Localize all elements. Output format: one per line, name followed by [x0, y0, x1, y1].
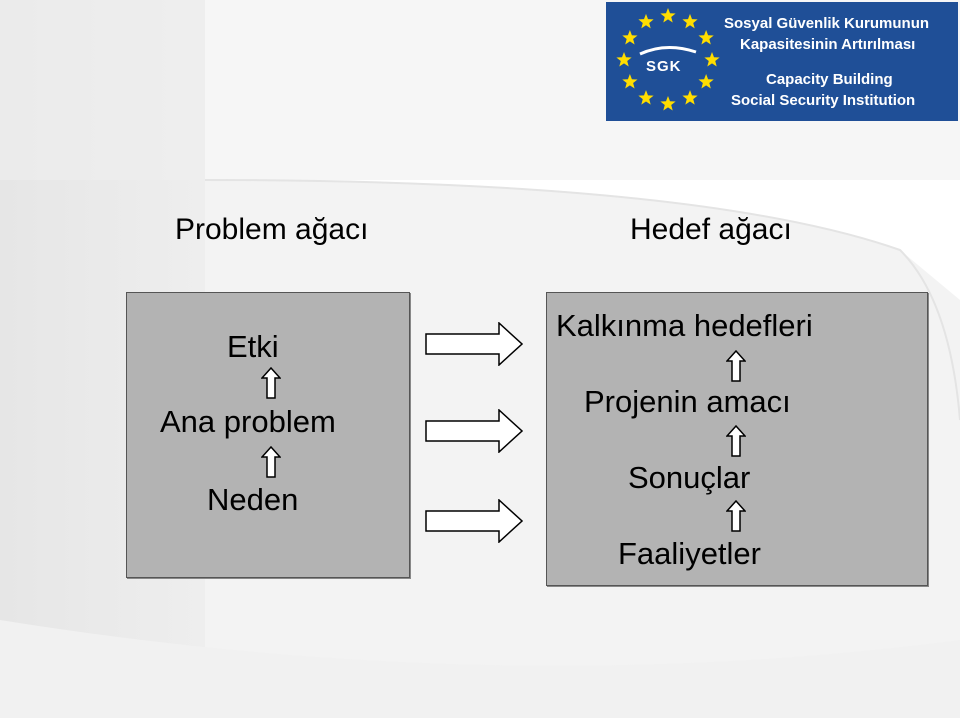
up-arrow-icon	[726, 350, 746, 382]
star-icon	[682, 13, 698, 29]
star-icon	[682, 90, 698, 105]
objective-item-purpose: Projenin amacı	[584, 384, 791, 419]
problem-tree-box	[126, 292, 410, 578]
objective-item-results: Sonuçlar	[628, 460, 751, 495]
star-icon	[622, 74, 638, 89]
star-icon	[698, 74, 714, 89]
sgk-mark-text: SGK	[646, 58, 682, 75]
sgk-logo-mark: SGK	[639, 46, 697, 78]
problem-tree-heading: Problem ağacı	[175, 213, 369, 246]
up-arrow-icon	[726, 425, 746, 457]
objective-tree-heading: Hedef ağacı	[630, 213, 792, 246]
logo-subtitle-line2: Social Security Institution	[731, 92, 916, 109]
problem-item-effect: Etki	[227, 329, 279, 364]
star-icon	[616, 52, 632, 67]
star-icon	[660, 8, 676, 23]
problem-item-core: Ana problem	[160, 404, 336, 439]
up-arrow-icon	[726, 500, 746, 532]
objective-item-development: Kalkınma hedefleri	[556, 308, 813, 343]
star-icon	[660, 96, 676, 111]
sgk-swoosh-icon	[639, 46, 697, 56]
sgk-logo-banner: SGK Sosyal Güvenlik Kurumunun Kapasitesi…	[606, 2, 958, 121]
star-icon	[698, 30, 714, 45]
objective-item-activities: Faaliyetler	[618, 536, 761, 571]
star-icon	[622, 30, 638, 45]
logo-title-line2: Kapasitesinin Artırılması	[740, 36, 916, 53]
eu-stars-icon	[616, 8, 720, 111]
logo-subtitle-line1: Capacity Building	[766, 71, 893, 88]
right-arrow-icon	[425, 322, 523, 366]
up-arrow-icon	[261, 446, 281, 478]
star-icon	[704, 52, 720, 67]
logo-title-line1: Sosyal Güvenlik Kurumunun	[724, 15, 930, 32]
star-icon	[638, 13, 654, 29]
right-arrow-icon	[425, 499, 523, 543]
up-arrow-icon	[261, 367, 281, 399]
star-icon	[638, 90, 654, 105]
problem-item-cause: Neden	[207, 482, 299, 517]
right-arrow-icon	[425, 409, 523, 453]
